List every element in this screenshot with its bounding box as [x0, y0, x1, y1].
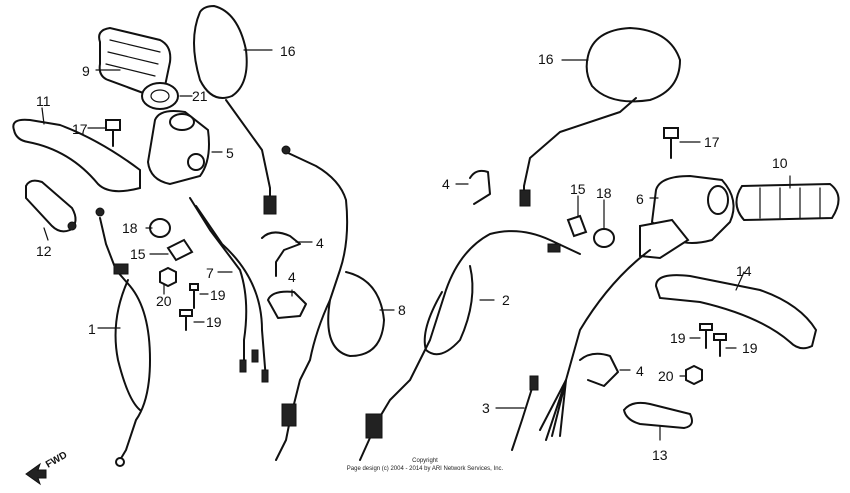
label-10: 10 [772, 155, 788, 171]
right-switch-housing [639, 174, 735, 260]
cable-1 [95, 207, 151, 467]
label-19-left-a: 19 [210, 287, 226, 303]
label-19-left-b: 19 [206, 314, 222, 330]
left-screw-19a [189, 283, 199, 309]
right-screw-19d [713, 333, 727, 357]
cable-2 [359, 230, 581, 461]
label-21: 21 [192, 88, 208, 104]
wire-harness-3 [511, 249, 651, 451]
label-15-right: 15 [570, 181, 586, 197]
label-4-right-b: 4 [636, 363, 644, 379]
part-labels: 9 21 16 5 11 17 12 18 15 20 19 19 7 1 4 … [36, 43, 788, 463]
label-4-left-a: 4 [316, 235, 324, 251]
label-12: 12 [36, 243, 52, 259]
right-screw-19c [699, 323, 713, 349]
right-mirror [519, 26, 682, 207]
label-19-right-a: 19 [670, 330, 686, 346]
right-bolt-15 [566, 214, 588, 238]
left-lever [12, 118, 141, 193]
left-mirror [193, 4, 277, 215]
grip-end-cap [141, 82, 179, 110]
label-9: 9 [82, 63, 90, 79]
label-14: 14 [736, 263, 752, 279]
label-17-left: 17 [72, 121, 88, 137]
left-clamp-4b [267, 290, 307, 319]
label-11: 11 [36, 93, 51, 109]
leader-lines [41, 49, 791, 441]
fwd-label: FWD [44, 450, 69, 471]
wire-harness-7 [189, 197, 269, 383]
right-rubber-18 [593, 228, 615, 248]
label-2: 2 [502, 292, 510, 308]
cable-8 [275, 145, 385, 461]
left-screw-19b [179, 309, 193, 331]
label-7: 7 [206, 265, 214, 281]
right-grip [735, 182, 840, 222]
left-switch-housing [146, 110, 210, 186]
left-nut-20 [159, 266, 177, 288]
label-18-left: 18 [122, 220, 138, 236]
label-20-left: 20 [156, 293, 172, 309]
label-16-left: 16 [280, 43, 296, 59]
left-bolt-17 [105, 119, 121, 147]
label-4-right-a: 4 [442, 176, 450, 192]
right-bolt-17 [663, 127, 679, 159]
left-rubber-18 [149, 218, 171, 238]
right-nut-20 [685, 364, 703, 386]
footer-copyright: Copyright [412, 458, 438, 464]
right-switch-unit [622, 401, 693, 430]
label-18-right: 18 [596, 185, 612, 201]
label-3: 3 [482, 400, 490, 416]
label-19-right-b: 19 [742, 340, 758, 356]
label-1: 1 [88, 321, 96, 337]
label-15-left: 15 [130, 246, 146, 262]
label-4-left-b: 4 [288, 269, 296, 285]
fwd-arrow-icon [25, 462, 47, 486]
right-clamp-4c [469, 169, 491, 205]
fwd-indicator: FWD [25, 450, 69, 486]
label-17-right: 17 [704, 134, 720, 150]
footer-credit: Page design (c) 2004 - 2014 by ARI Netwo… [347, 466, 504, 472]
label-5: 5 [226, 145, 234, 161]
label-8: 8 [398, 302, 406, 318]
label-13: 13 [652, 447, 668, 463]
right-lever [654, 274, 818, 350]
left-switch-unit [25, 179, 77, 233]
label-6: 6 [636, 191, 644, 207]
right-clamp-4e [579, 352, 619, 387]
footer: Copyright Page design (c) 2004 - 2014 by… [347, 458, 504, 472]
left-clamp-4a [261, 231, 301, 277]
label-20-right: 20 [658, 368, 674, 384]
label-16-right: 16 [538, 51, 554, 67]
left-bolt-15 [166, 238, 194, 262]
